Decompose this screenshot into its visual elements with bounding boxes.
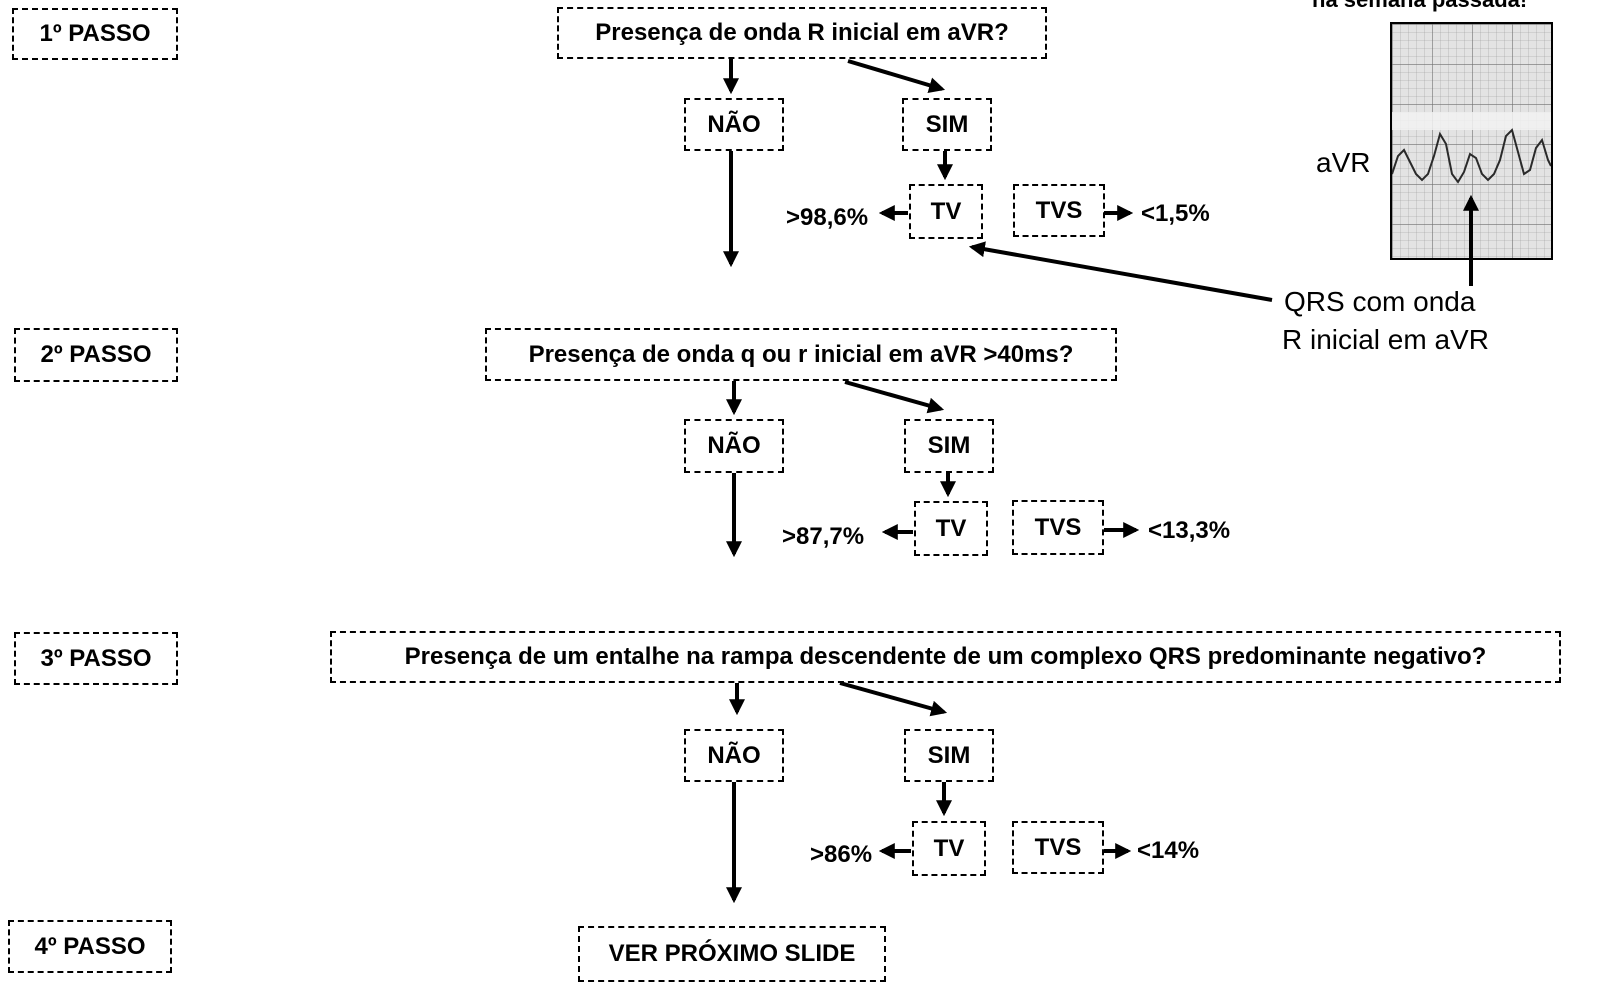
- step-4-label: 4º PASSO: [8, 920, 172, 973]
- step-3-yes: SIM: [904, 729, 994, 782]
- ecg-annotation-line-1: QRS com onda: [1284, 286, 1476, 317]
- arrow-step2-to-yes: [844, 380, 945, 414]
- step-2-question: Presença de onda q ou r inicial em aVR >…: [485, 328, 1117, 381]
- step-3-label: 3º PASSO: [14, 632, 178, 685]
- step-1-tv: TV: [909, 184, 983, 239]
- step-3-question: Presença de um entalhe na rampa descende…: [330, 631, 1561, 683]
- arrow-ecg-annotation-to-tv: [968, 241, 1273, 302]
- ecg-strip-image: [1390, 22, 1553, 260]
- step-2-no: NÃO: [684, 419, 784, 473]
- ecg-annotation-line-2: R inicial em aVR: [1282, 324, 1489, 355]
- ecg-lead-label: aVR: [1316, 147, 1371, 178]
- step-1-yes: SIM: [902, 98, 992, 151]
- arrow-step1-to-yes: [847, 59, 946, 94]
- step-3-tvs: TVS: [1012, 821, 1104, 874]
- step-1-tv-percent: >98,6%: [786, 204, 869, 231]
- step-1-label: 1º PASSO: [12, 8, 178, 60]
- corner-title: na semana passada!: [1312, 0, 1527, 13]
- step-1-no: NÃO: [684, 98, 784, 151]
- step-1-question: Presença de onda R inicial em aVR?: [557, 7, 1047, 59]
- step-3-no: NÃO: [684, 729, 784, 782]
- step-2-tvs-percent: <13,3%: [1148, 517, 1231, 544]
- step-2-tvs: TVS: [1012, 500, 1104, 555]
- step-2-yes: SIM: [904, 419, 994, 473]
- step-3-tv: TV: [912, 821, 986, 876]
- step-3-tv-percent: >86%: [810, 841, 873, 868]
- step-3-tvs-percent: <14%: [1137, 837, 1200, 864]
- step-2-tv: TV: [914, 501, 988, 556]
- step-1-tvs: TVS: [1013, 184, 1105, 237]
- step-2-tv-percent: >87,7%: [782, 523, 865, 550]
- arrow-step3-to-yes: [839, 681, 948, 717]
- step-4-next-slide: VER PRÓXIMO SLIDE: [578, 926, 886, 982]
- step-1-tvs-percent: <1,5%: [1141, 200, 1210, 227]
- step-2-label: 2º PASSO: [14, 328, 178, 382]
